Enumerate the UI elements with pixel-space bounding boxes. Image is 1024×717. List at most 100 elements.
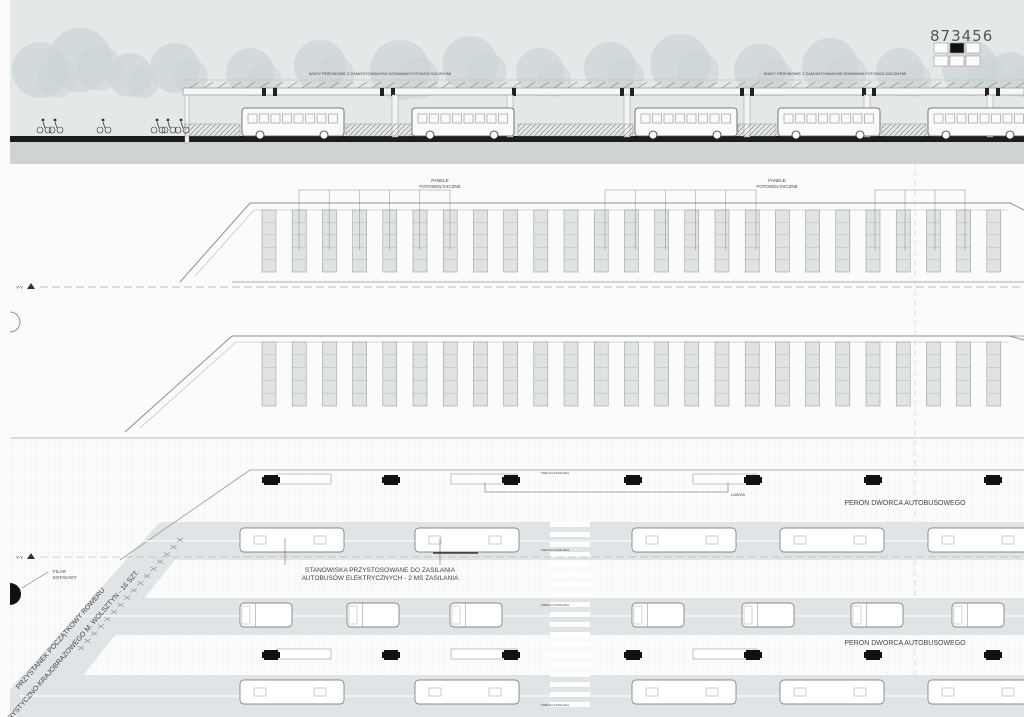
bus-roof	[631, 679, 737, 705]
pv-panel	[986, 341, 1002, 407]
pv-panel-strip	[805, 341, 820, 407]
crosswalk-stripe	[550, 642, 590, 647]
pv-panel	[322, 341, 337, 407]
rider	[102, 121, 106, 129]
pv-panel	[654, 209, 669, 273]
roof-hatch	[1001, 535, 1015, 545]
platform-label-1: PERON DWORCA AUTOBUSOWEGO	[844, 500, 966, 507]
bus-window	[663, 113, 674, 124]
estakada-pillar	[10, 583, 21, 605]
pv-panel-edge	[203, 81, 214, 89]
pv-panel-strip	[714, 209, 730, 273]
bus-window	[841, 113, 851, 124]
pv-panel	[291, 209, 307, 273]
fence-segment	[881, 123, 927, 137]
bus-window	[945, 113, 955, 124]
roof-hatch	[645, 687, 659, 697]
elevation-trees	[12, 28, 1024, 100]
pillar-base	[624, 652, 642, 658]
pv-panel-strip	[926, 341, 941, 407]
crosswalk-stripe	[550, 562, 590, 567]
pv-panel-edge	[959, 81, 970, 89]
cyclist	[48, 118, 64, 134]
pv-panel-strip	[503, 209, 518, 273]
bike-wheel	[169, 126, 177, 134]
crosswalk-stripe	[550, 532, 590, 537]
key-plan-cell	[933, 55, 949, 67]
rider	[156, 121, 160, 129]
pv-panel-edge	[917, 81, 928, 89]
tree-crown	[127, 67, 159, 99]
pv-panel-edge	[665, 81, 676, 89]
bus-roof	[414, 527, 520, 553]
bike-wheel	[182, 126, 190, 134]
bus-window	[247, 113, 258, 124]
pillar-base	[502, 477, 520, 483]
bus-plan	[631, 679, 737, 705]
canopy-bracket	[872, 88, 876, 96]
bike-stand	[91, 631, 98, 636]
pv-panel-edge	[763, 81, 774, 89]
shelter-label: TABLICA ZASILANIA	[541, 471, 569, 475]
bus-roof	[741, 602, 795, 628]
pv-panel	[805, 341, 820, 407]
pv-panel	[593, 209, 609, 273]
tree-crown	[757, 59, 794, 97]
pv-panel-edge	[637, 81, 648, 89]
roof-hatch	[253, 535, 267, 545]
bike-wheel	[150, 126, 158, 134]
pv-panel-strip	[442, 209, 458, 273]
pv-panel-edge	[287, 81, 298, 89]
panels-label: FOTOWOLTAICZNE	[419, 184, 460, 189]
pillar-base	[262, 652, 280, 658]
pv-panel-edge	[581, 81, 592, 89]
bus-roof	[346, 602, 400, 628]
pv-panel-edge	[343, 81, 354, 89]
pv-panel-strip	[473, 209, 488, 273]
pillar-base	[984, 477, 1002, 483]
bus-window	[270, 113, 281, 124]
pv-panel	[624, 209, 639, 273]
pv-panel-edge	[455, 81, 466, 89]
pv-panel-edge	[833, 81, 844, 89]
bus-roof	[239, 527, 345, 553]
canopy-bracket	[391, 88, 395, 96]
bus-plan	[346, 602, 400, 628]
crosswalk-stripe	[550, 582, 590, 587]
bike-stands	[77, 537, 184, 651]
bike-wheel	[161, 126, 169, 134]
canopy-outline-upper	[179, 202, 1024, 283]
pv-panel-edge	[931, 81, 942, 89]
bus-roof	[927, 679, 1024, 705]
cyclist	[174, 118, 190, 134]
bus-window	[328, 113, 338, 124]
rider	[42, 121, 46, 129]
bus-wheel	[791, 130, 801, 140]
pv-panel-edge	[707, 81, 718, 89]
pv-panel	[714, 341, 730, 407]
pv-panel-strip	[563, 209, 579, 273]
pillar-base	[984, 652, 1002, 658]
van-windshield	[451, 605, 461, 625]
bus-roof	[951, 602, 1005, 628]
pv-panel-edge	[245, 81, 256, 89]
canopy-bracket	[862, 88, 866, 96]
pv-panel	[442, 341, 458, 407]
bus-plan	[449, 602, 503, 628]
bus-window	[709, 113, 720, 124]
pv-panel-strip	[835, 341, 851, 407]
pillar-base	[502, 652, 520, 658]
bike-wheel	[36, 126, 44, 134]
tree-crown	[317, 55, 354, 93]
bike-wheel	[104, 126, 112, 134]
bus-window	[968, 113, 978, 124]
charging-label: AUTOBUSÓW ELEKTRYCZNYCH - 2 MS ZASILANIA	[302, 573, 460, 582]
bike-stand	[110, 609, 118, 615]
pv-panel-strip	[986, 209, 1002, 273]
pv-panel	[775, 209, 790, 273]
roof-hatch	[941, 687, 955, 697]
key-plan-cell	[949, 55, 965, 67]
pv-panel	[473, 341, 488, 407]
bus-plan	[414, 679, 520, 705]
key-plan-cell	[933, 42, 949, 54]
